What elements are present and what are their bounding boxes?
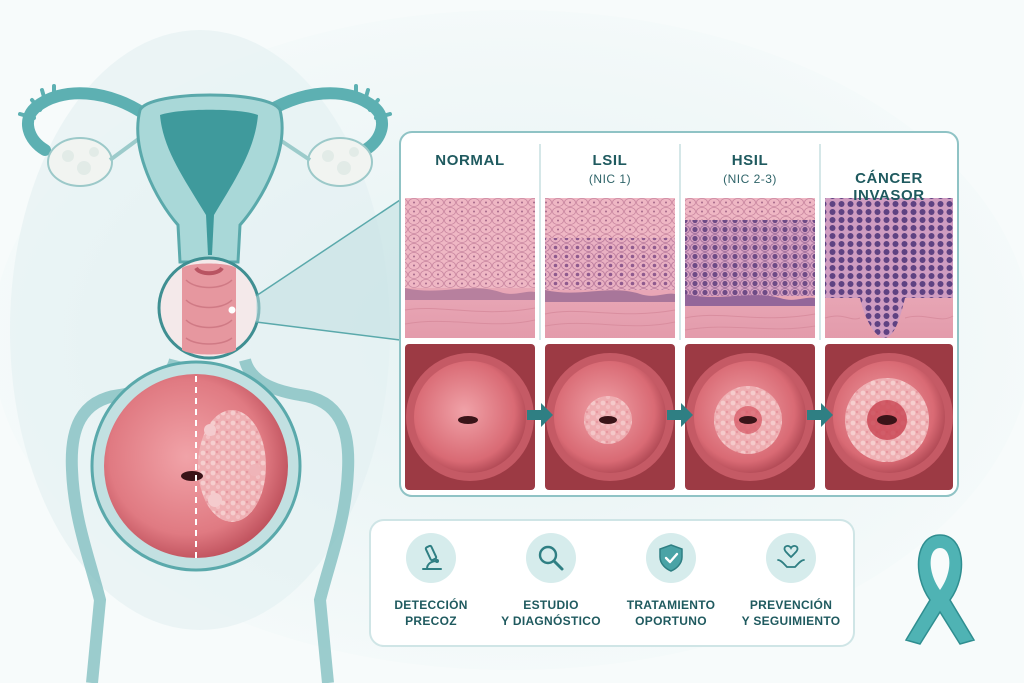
colposcopy-lsil xyxy=(545,344,675,490)
shield-check-icon xyxy=(646,533,696,583)
awareness-ribbon-icon xyxy=(904,534,976,645)
step-prevention: PREVENCIÓN Y SEGUIMIENTO xyxy=(726,533,856,629)
step-label: TRATAMIENTO OPORTUNO xyxy=(626,598,716,628)
colposcopy-normal xyxy=(405,344,535,490)
magnifier-icon xyxy=(526,533,576,583)
uterus-drawing xyxy=(18,84,401,683)
microscope-icon xyxy=(406,533,456,583)
stage-name: NORMAL xyxy=(435,152,505,169)
stages-panel xyxy=(399,131,959,497)
tissue-normal xyxy=(404,198,536,338)
step-treatment: TRATAMIENTO OPORTUNO xyxy=(606,533,736,629)
step-label: DETECCIÓN PRECOZ xyxy=(394,598,468,628)
stage-name: CÁNCER INVASOR xyxy=(853,170,925,204)
tissue-hsil xyxy=(684,198,816,338)
heart-hands-icon xyxy=(766,533,816,583)
stage-subtitle: (NIC 1) xyxy=(588,172,632,186)
tissue-cancer xyxy=(824,198,954,338)
stage-name: LSIL xyxy=(592,152,628,169)
stage-name: HSIL xyxy=(731,152,769,169)
step-detection: DETECCIÓN PRECOZ xyxy=(366,533,496,629)
stage-subtitle: (NIC 2-3) xyxy=(723,172,777,186)
step-label: ESTUDIO Y DIAGNÓSTICO xyxy=(501,598,601,628)
tissue-lsil xyxy=(544,198,676,338)
stage-title-hsil: HSIL (NIC 2-3) xyxy=(685,152,815,186)
arrow-icon xyxy=(527,403,553,427)
colposcopy-hsil xyxy=(685,344,815,490)
step-label: PREVENCIÓN Y SEGUIMIENTO xyxy=(741,598,841,628)
stage-title-normal: NORMAL xyxy=(405,152,535,169)
arrow-icon xyxy=(667,403,693,427)
stage-title-cancer: CÁNCER INVASOR xyxy=(824,152,954,222)
arrow-icon xyxy=(807,403,833,427)
steps-panel xyxy=(369,519,855,647)
step-diagnosis: ESTUDIO Y DIAGNÓSTICO xyxy=(486,533,616,629)
colposcopy-cancer xyxy=(825,344,953,490)
stage-title-lsil: LSIL (NIC 1) xyxy=(545,152,675,186)
